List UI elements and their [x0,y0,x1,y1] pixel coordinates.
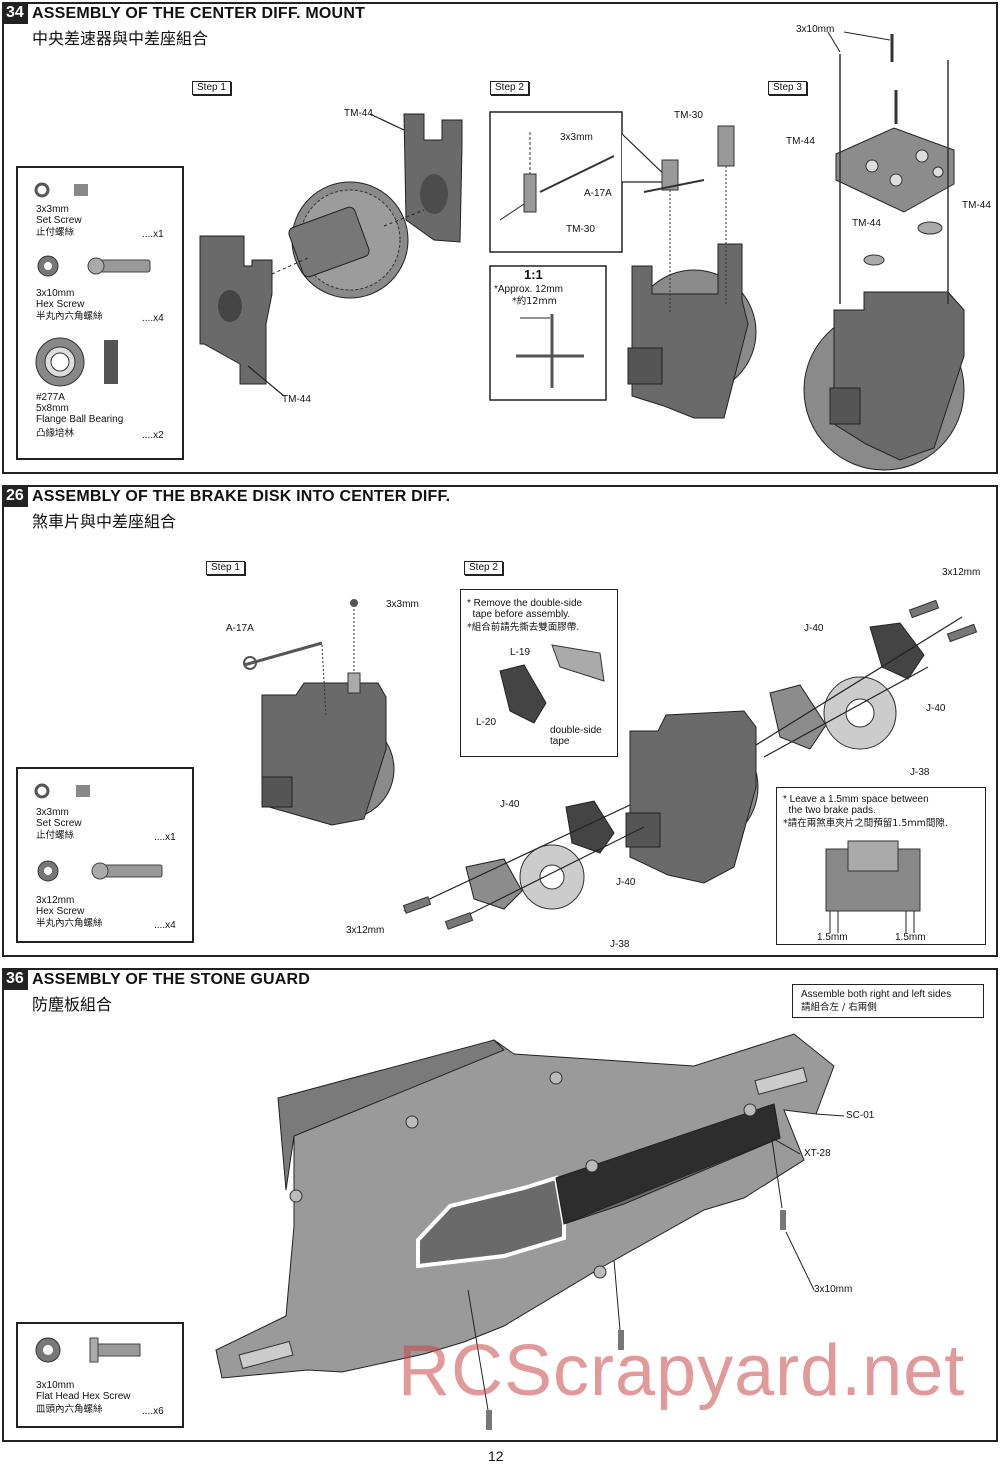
watermark: RCScrapyard.net [398,1331,966,1411]
part-size: 3x10mm [36,1380,75,1391]
label-tm30: TM-30 [566,224,595,235]
part-name-zh: 皿頭內六角螺絲 [36,1404,103,1415]
part-name: Set Screw [36,215,82,226]
label-tape: double-side tape [550,725,602,747]
note-text-zh: *請在兩煞車夾片之間預留1.5mm間隙. [783,818,948,829]
note-text: Assemble both right and left sides [801,989,952,1000]
label-3x10mm: 3x10mm [796,24,835,35]
part-qty: ....x4 [142,313,164,324]
scale-approx-zh: *約12mm [512,296,557,307]
label-j40: J-40 [500,799,520,810]
part-qty: ....x6 [142,1406,164,1417]
part-size: 3x3mm [36,204,69,215]
parts-list-box: 3x10mm Flat Head Hex Screw 皿頭內六角螺絲 ....x… [16,1322,184,1428]
label-l19: L-19 [510,647,531,658]
page-number: 12 [488,1448,504,1464]
scale-approx: *Approx. 12mm [494,284,563,295]
label-j38: J-38 [910,767,930,778]
label-a17a: A-17A [584,188,612,199]
part-name-zh: 凸緣培林 [36,428,75,439]
note-both-sides: Assemble both right and left sides 請組合左 … [792,984,984,1018]
label-3x12mm: 3x12mm [346,925,385,936]
qty-value: x6 [153,1406,164,1417]
label-3x3mm: 3x3mm [386,599,419,610]
parts-icons [34,182,151,387]
scale-ratio: 1:1 [524,267,543,282]
label-3x10mm: 3x10mm [814,1284,853,1295]
part-name: Flange Ball Bearing [36,414,124,425]
parts-icons [35,1337,141,1363]
part-name: Hex Screw [36,906,85,917]
label-tm30: TM-30 [674,110,703,121]
part-size: 5x8mm [36,403,69,414]
section-26: 26 ASSEMBLY OF THE BRAKE DISK INTO CENTE… [2,485,998,957]
section-number: 34 [4,4,28,24]
label-j40: J-40 [926,703,946,714]
part-name-zh: 半丸內六角螺絲 [36,918,103,929]
label-tm44: TM-44 [852,218,881,229]
label-tm44: TM-44 [786,136,815,147]
label-3x3mm: 3x3mm [560,132,593,143]
part-name: Hex Screw [36,299,85,310]
section-title: ASSEMBLY OF THE CENTER DIFF. MOUNT [32,5,366,22]
part-size: 3x3mm [36,807,69,818]
section-title-zh: 防塵板組合 [32,995,113,1014]
note-text-zh: *組合前請先撕去雙面膠帶. [467,622,580,633]
stone-guard-drawing [215,1033,845,1430]
label-a17a: A-17A [226,623,254,634]
part-qty: ....x1 [142,229,164,240]
label-l20: L-20 [476,717,497,728]
section-title-zh: 煞車片與中差座組合 [32,512,177,531]
part-size: 3x12mm [36,895,75,906]
section-number: 36 [4,970,28,990]
section-36: 36 ASSEMBLY OF THE STONE GUARD 防塵板組合 Ass… [2,968,998,1442]
part-name-zh: 止付螺絲 [36,227,75,238]
part-name-zh: 止付螺絲 [36,830,75,841]
label-tm44: TM-44 [962,200,991,211]
section-34: 34 ASSEMBLY OF THE CENTER DIFF. MOUNT 中央… [2,2,998,474]
brake-disk-drawing [243,599,978,933]
step-2-label: Step 2 [464,561,503,575]
qty-value: x2 [153,430,164,441]
label-j38: J-38 [610,939,630,950]
note-text: * Remove the double-side tape before ass… [467,598,583,620]
part-name-zh: 半丸內六角螺絲 [36,311,103,322]
label-xt28: XT-28 [804,1148,831,1159]
note-text-zh: 請組合左 / 右兩側 [801,1002,877,1013]
qty-value: x1 [153,229,164,240]
label-j40: J-40 [804,623,824,634]
parts-list-box: 3x3mm Set Screw 止付螺絲 ....x1 3x12mm Hex S… [16,767,194,943]
note-text: * Leave a 1.5mm space between the two br… [783,794,929,816]
parts-list-box: 3x3mm Set Screw 止付螺絲 ....x1 3x10mm Hex S… [16,166,184,460]
parts-icons [34,783,163,882]
label-sc01: SC-01 [846,1110,875,1121]
gap-left: 1.5mm [817,932,848,943]
part-size: 3x10mm [36,288,75,299]
step-1-label: Step 1 [206,561,245,575]
step-3-label: Step 3 [768,81,807,95]
label-tm44: TM-44 [344,108,373,119]
section-number: 26 [4,487,28,507]
part-name: Set Screw [36,818,82,829]
step-1-label: Step 1 [192,81,231,95]
gap-right: 1.5mm [895,932,926,943]
qty-value: x4 [153,313,164,324]
step-2-label: Step 2 [490,81,529,95]
part-name: Flat Head Hex Screw [36,1391,131,1402]
qty-value: x4 [165,920,176,931]
label-tm44: TM-44 [282,394,311,405]
part-qty: ....x1 [154,832,176,843]
label-j40: J-40 [616,877,636,888]
section-title-zh: 中央差速器與中差座組合 [32,29,209,48]
section-title: ASSEMBLY OF THE BRAKE DISK INTO CENTER D… [32,488,451,505]
part-qty: ....x4 [154,920,176,931]
qty-value: x1 [165,832,176,843]
part-code: #277A [36,392,65,403]
part-qty: ....x2 [142,430,164,441]
exploded-view-drawing [199,31,965,471]
label-3x12mm: 3x12mm [942,567,981,578]
section-title: ASSEMBLY OF THE STONE GUARD [32,971,311,988]
